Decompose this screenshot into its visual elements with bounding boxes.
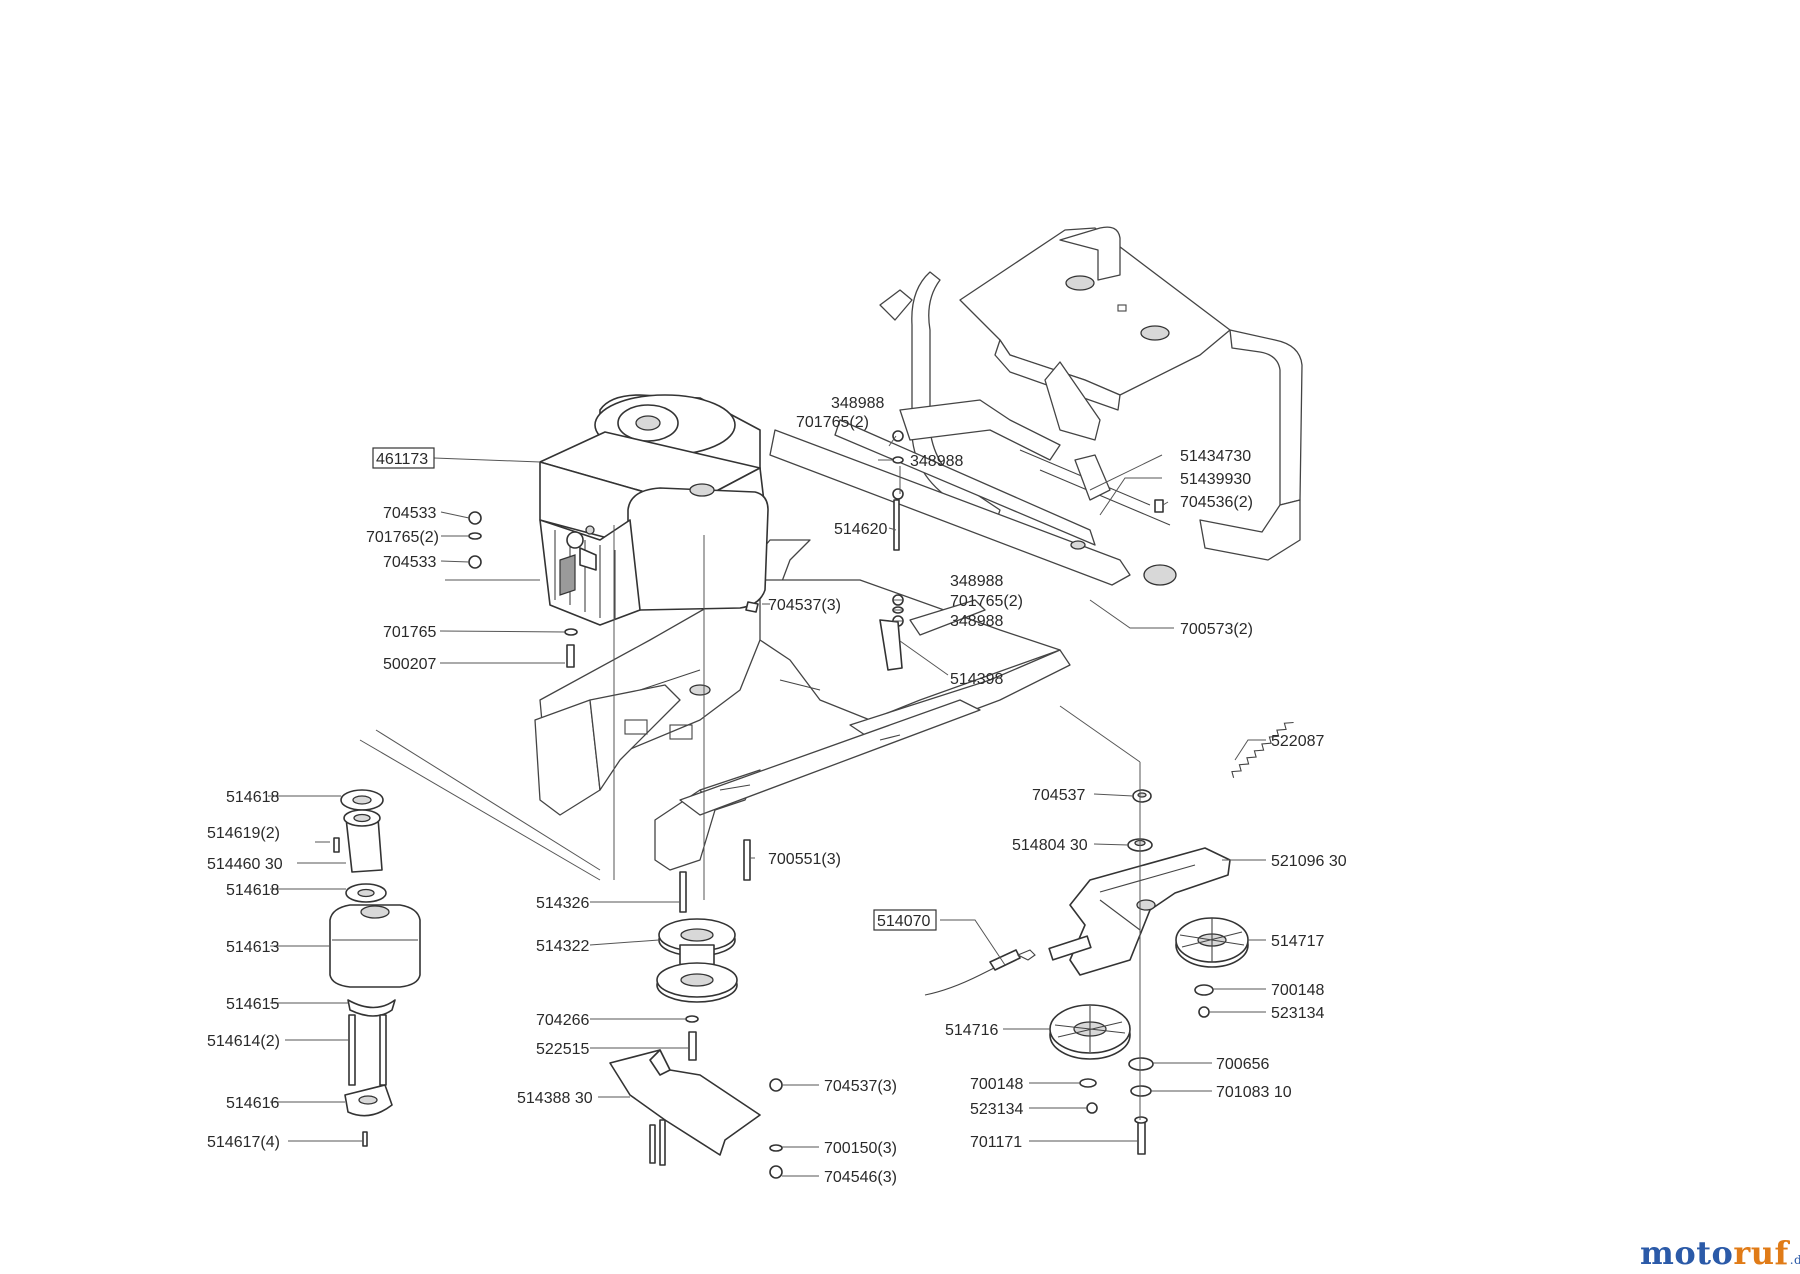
bolt-701171	[1134, 1116, 1148, 1155]
washer-701083	[1130, 1085, 1152, 1097]
label-514804-30: 514804 30	[1012, 837, 1088, 854]
label-461173: 461173	[376, 451, 428, 468]
label-514613: 514613	[226, 939, 279, 956]
pulley-514716	[1049, 1004, 1131, 1060]
motoruf-logo: motoruf.de	[1640, 1234, 1800, 1272]
label-500207: 500207	[383, 656, 436, 673]
label-522087: 522087	[1271, 733, 1324, 750]
engine-461173	[539, 394, 769, 626]
label-701171: 701171	[970, 1134, 1022, 1151]
label-box-461173	[372, 447, 435, 469]
pulley-514322	[656, 918, 738, 1003]
washer-700148-left	[1079, 1078, 1097, 1088]
label-51434730: 51434730	[1180, 448, 1251, 465]
exhaust-screw	[362, 1131, 368, 1147]
label-348988-top: 348988	[831, 395, 884, 412]
logo-main: moto	[1640, 1234, 1734, 1272]
muffler-studs	[348, 1014, 387, 1086]
label-704533-upper: 704533	[383, 505, 436, 522]
exhaust-pipe	[343, 809, 383, 873]
label-700148-right: 700148	[1271, 982, 1324, 999]
label-700551-3: 700551(3)	[768, 851, 841, 868]
muffler-clamp	[347, 999, 396, 1017]
label-514617-4: 514617(4)	[207, 1134, 280, 1151]
label-51439930: 51439930	[1180, 471, 1251, 488]
label-701765-2-upper: 701765(2)	[366, 529, 439, 546]
leader-lines	[268, 435, 1266, 1177]
bracket-514388	[609, 1049, 783, 1179]
exhaust-gasket-top	[340, 789, 384, 811]
label-514616: 514616	[226, 1095, 279, 1112]
label-700150-3: 700150(3)	[824, 1140, 897, 1157]
washer-700148-right	[1194, 984, 1214, 996]
hardware-engine-bolts	[468, 430, 1164, 881]
label-704537-3-center: 704537(3)	[768, 597, 841, 614]
label-700656: 700656	[1216, 1056, 1269, 1073]
chassis-frame	[534, 226, 1303, 871]
label-514717: 514717	[1271, 933, 1324, 950]
spacer-700656	[1128, 1057, 1154, 1071]
nut-704537	[1132, 789, 1152, 803]
label-box-514070	[873, 909, 937, 931]
label-348988-third: 348988	[950, 573, 1003, 590]
screw-523134-right	[1198, 1006, 1210, 1018]
exhaust-small-screw	[333, 837, 340, 853]
spring-522087	[1231, 721, 1294, 778]
label-701765: 701765	[383, 624, 436, 641]
label-348988-fourth: 348988	[950, 613, 1003, 630]
screw-522515	[688, 1031, 697, 1061]
label-701083-10: 701083 10	[1216, 1084, 1292, 1101]
label-700148-left: 700148	[970, 1076, 1023, 1093]
label-514618-top: 514618	[226, 789, 279, 806]
logo-suffix: .de	[1789, 1253, 1800, 1267]
muffler-bracket	[344, 1084, 393, 1117]
label-514398: 514398	[950, 671, 1003, 688]
part-labels: 461173 704533 701765(2) 704533 701765 50…	[207, 395, 1347, 1186]
label-700573-2: 700573(2)	[1180, 621, 1253, 638]
label-514619-2: 514619(2)	[207, 825, 280, 842]
label-521096-30: 521096 30	[1271, 853, 1347, 870]
label-701765-2-center: 701765(2)	[796, 414, 869, 431]
label-704533-lower: 704533	[383, 554, 436, 571]
pulley-shaft-514326	[679, 871, 687, 913]
label-704536-2: 704536(2)	[1180, 494, 1253, 511]
label-514460-30: 514460 30	[207, 856, 283, 873]
label-514322: 514322	[536, 938, 589, 955]
label-704537-3-lower: 704537(3)	[824, 1078, 897, 1095]
label-523134-right: 523134	[1271, 1005, 1324, 1022]
label-514326: 514326	[536, 895, 589, 912]
washer-704266	[685, 1015, 699, 1023]
cable-514070	[924, 949, 1036, 996]
exhaust-gasket-bottom	[345, 883, 387, 903]
label-522515: 522515	[536, 1041, 589, 1058]
label-704537-right: 704537	[1032, 787, 1085, 804]
label-348988-second: 348988	[910, 453, 963, 470]
label-704546-3: 704546(3)	[824, 1169, 897, 1186]
pulley-514717	[1175, 917, 1249, 968]
label-514618-bottom: 514618	[226, 882, 279, 899]
label-514070: 514070	[877, 913, 930, 930]
muffler	[329, 904, 421, 988]
label-701765-2-lower: 701765(2)	[950, 593, 1023, 610]
logo-accent: ruf	[1733, 1234, 1789, 1272]
label-523134-left: 523134	[970, 1101, 1023, 1118]
label-514615: 514615	[226, 996, 279, 1013]
label-514716: 514716	[945, 1022, 998, 1039]
label-514388-30: 514388 30	[517, 1090, 593, 1107]
label-514620: 514620	[834, 521, 887, 538]
label-514614-2: 514614(2)	[207, 1033, 280, 1050]
screw-523134-left	[1086, 1102, 1098, 1114]
label-704266: 704266	[536, 1012, 589, 1029]
